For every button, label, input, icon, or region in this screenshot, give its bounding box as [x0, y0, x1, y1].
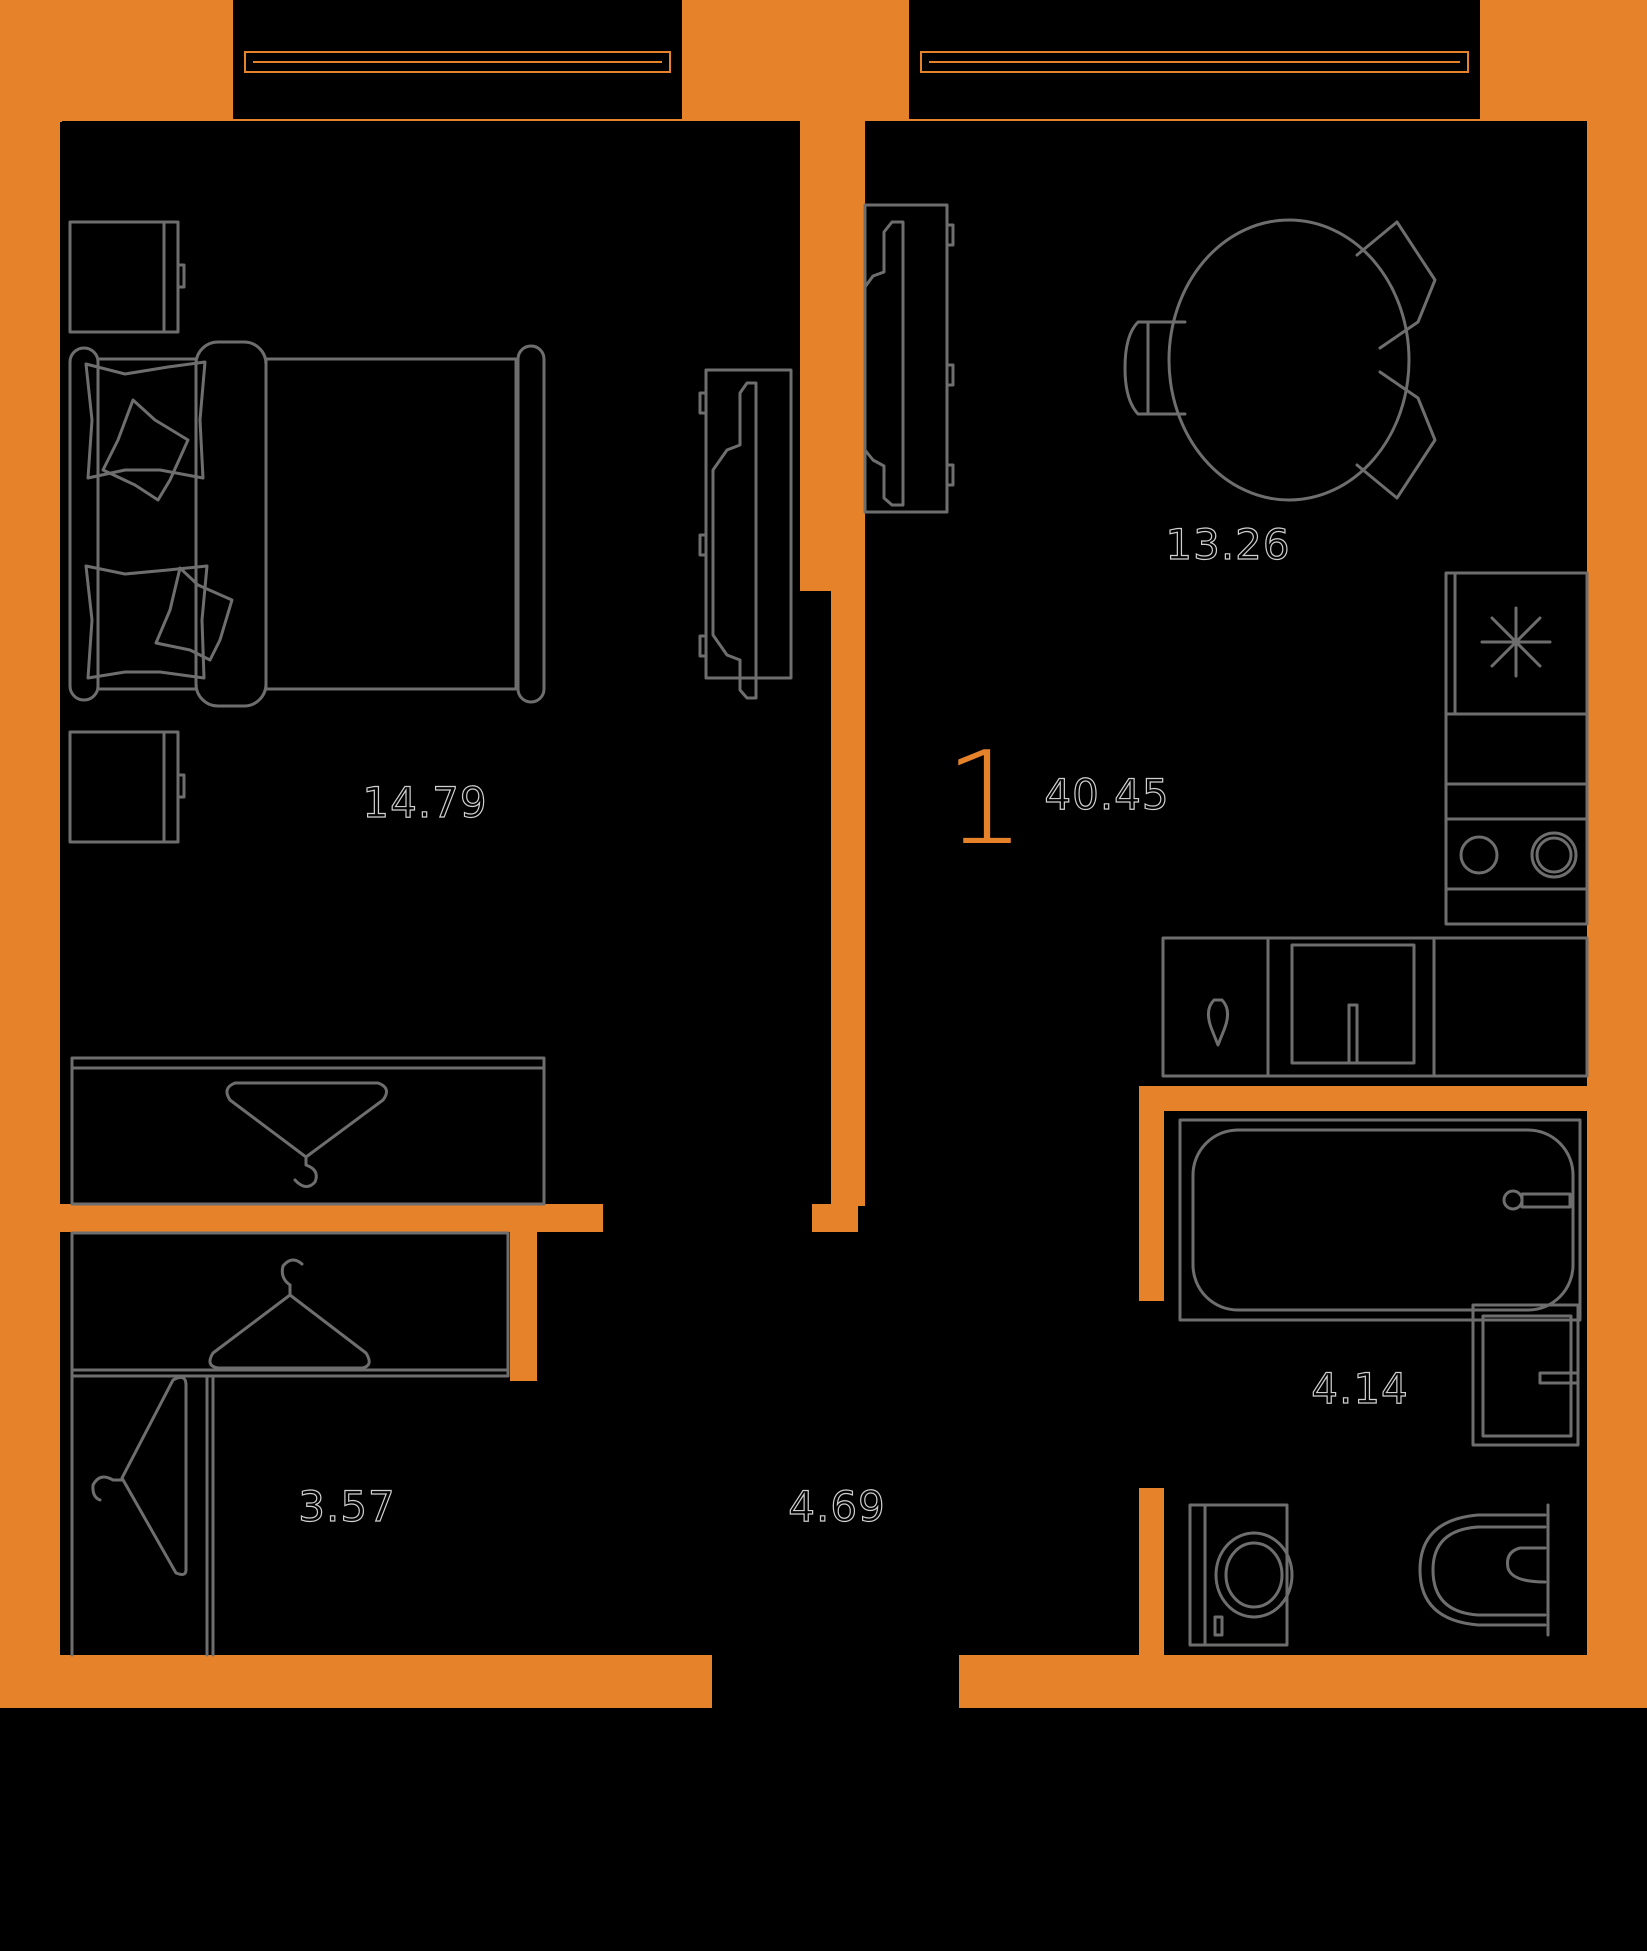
wall-segment: [510, 1232, 537, 1381]
kitchen-counter: [1161, 712, 1589, 1078]
snowflake-icon: [1480, 606, 1552, 678]
double-bed: [68, 340, 546, 708]
bathtub: [1178, 1118, 1582, 1322]
walls: [0, 0, 1647, 1708]
wall-segment: [60, 121, 62, 122]
wall-segment: [60, 1204, 603, 1232]
tv-stand-living: [863, 203, 955, 514]
wall-segment: [1139, 1086, 1587, 1111]
window: [233, 51, 682, 121]
tv-stand-bedroom: [698, 368, 793, 700]
bedside-table-bottom: [68, 730, 186, 844]
wall-segment: [1139, 1488, 1164, 1663]
wardrobe-bedroom: [70, 1056, 546, 1206]
wall-segment: [0, 0, 60, 1708]
area-label-kitchen-living: 13.26: [1165, 520, 1291, 569]
wall-segment: [682, 0, 909, 121]
dining-table: [1123, 218, 1437, 502]
wall-segment: [1587, 0, 1647, 1708]
wall-segment: [831, 591, 865, 1206]
window: [909, 51, 1480, 121]
room-count: 1: [944, 725, 1026, 874]
wardrobe-closet-top: [70, 1231, 510, 1378]
area-label-bathroom: 4.14: [1311, 1364, 1409, 1413]
bedside-table-top: [68, 220, 186, 334]
wardrobe-closet-side: [70, 1374, 215, 1657]
washing-machine: [1188, 1503, 1294, 1647]
wall-segment: [812, 1204, 858, 1232]
wall-segment: [0, 1655, 712, 1708]
area-label-wardrobe: 3.57: [298, 1482, 396, 1531]
wall-segment: [959, 1655, 1647, 1708]
sink: [1471, 1303, 1580, 1447]
total-area-label: 40.45: [1044, 770, 1170, 819]
area-label-hallway: 4.69: [788, 1482, 886, 1531]
windows: [233, 51, 1480, 121]
wall-segment: [1139, 1086, 1164, 1301]
wall-segment: [800, 121, 865, 591]
area-label-bedroom: 14.79: [362, 778, 488, 827]
toilet: [1418, 1503, 1550, 1637]
